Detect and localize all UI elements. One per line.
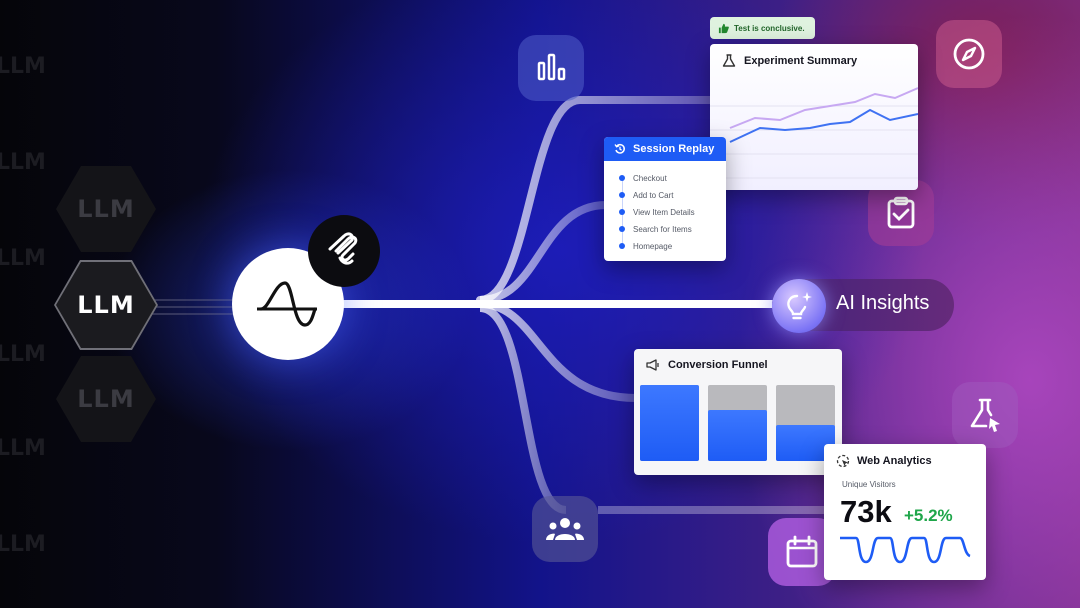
timeline-dot bbox=[619, 192, 625, 198]
metric-change: +5.2% bbox=[904, 506, 953, 525]
ghost-llm-label: LLM bbox=[0, 532, 46, 557]
session-step: Checkout bbox=[633, 174, 667, 183]
llm-hexagon-active: LLM bbox=[56, 262, 156, 348]
bar-chart-tile[interactable] bbox=[518, 35, 584, 101]
session-replay-title: Session Replay bbox=[633, 143, 715, 155]
lightbulb-sparkle-icon bbox=[787, 292, 812, 320]
conversion-funnel-header: Conversion Funnel bbox=[646, 359, 768, 371]
session-step: Add to Cart bbox=[633, 191, 674, 200]
thumbs-up-icon bbox=[718, 23, 729, 33]
branch-line bbox=[479, 304, 567, 514]
experiment-series-line bbox=[729, 87, 918, 129]
branch-line bbox=[479, 300, 637, 402]
session-replay-header: Session Replay bbox=[604, 137, 726, 161]
llm-hexagon-label: LLM bbox=[77, 385, 135, 413]
branch-line bbox=[476, 96, 716, 304]
metric-label: Unique Visitors bbox=[842, 480, 896, 489]
ghost-llm-label: LLM bbox=[0, 246, 46, 271]
clipboard-check-icon bbox=[887, 196, 915, 229]
branch-line bbox=[479, 201, 607, 304]
mcp-logo-circle bbox=[308, 215, 380, 287]
ghost-llm-label: LLM bbox=[0, 342, 46, 367]
session-replay-card[interactable]: Session Replay Checkout Add to Cart View… bbox=[604, 137, 726, 261]
session-step: Homepage bbox=[633, 242, 673, 251]
compass-tile[interactable] bbox=[936, 20, 1002, 88]
bar-chart-icon bbox=[537, 53, 566, 81]
flask-tile[interactable] bbox=[952, 382, 1018, 448]
compass-icon bbox=[953, 38, 985, 70]
web-analytics-header: Web Analytics bbox=[836, 454, 932, 468]
mcp-logo-icon bbox=[328, 232, 358, 265]
replay-icon bbox=[614, 143, 625, 154]
llm-hexagon-label: LLM bbox=[77, 195, 135, 223]
experiment-series-line bbox=[729, 108, 918, 143]
conversion-funnel-title: Conversion Funnel bbox=[668, 359, 768, 371]
flask-cursor-icon bbox=[970, 398, 1000, 432]
ghost-llm-label: LLM bbox=[0, 150, 46, 175]
session-step: Search for Items bbox=[633, 225, 692, 234]
ai-insights-label: AI Insights bbox=[836, 292, 930, 314]
experiment-summary-card[interactable]: Experiment Summary bbox=[710, 44, 918, 190]
people-tile[interactable] bbox=[532, 496, 598, 562]
ai-insights-icon-circle bbox=[772, 279, 826, 333]
web-analytics-card[interactable]: Web Analytics Unique Visitors 73k +5.2% bbox=[824, 444, 986, 580]
badge-text: Test is conclusive. bbox=[734, 23, 805, 33]
ghost-llm-label: LLM bbox=[0, 54, 46, 79]
experiment-summary-header: Experiment Summary bbox=[722, 54, 857, 68]
people-icon bbox=[546, 518, 584, 540]
metric-value: 73k bbox=[840, 494, 892, 529]
timeline-dot bbox=[619, 243, 625, 249]
conversion-funnel-card[interactable]: Conversion Funnel bbox=[634, 349, 842, 475]
clipboard-tile[interactable] bbox=[868, 180, 934, 246]
funnel-bar bbox=[640, 385, 699, 461]
visitors-sparkline bbox=[840, 536, 971, 564]
web-analytics-title: Web Analytics bbox=[857, 455, 932, 467]
amplitude-logo-icon bbox=[257, 281, 317, 327]
timeline-dot bbox=[619, 226, 625, 232]
experiment-summary-title: Experiment Summary bbox=[744, 55, 858, 67]
funnel-bar bbox=[708, 410, 767, 461]
calendar-icon bbox=[786, 535, 818, 568]
test-conclusive-badge: Test is conclusive. bbox=[710, 17, 815, 39]
flask-icon bbox=[722, 54, 736, 67]
megaphone-icon bbox=[646, 359, 659, 371]
timeline-dot bbox=[619, 209, 625, 215]
llm-hexagon-label: LLM bbox=[77, 291, 135, 319]
timeline-dot bbox=[619, 175, 625, 181]
experiment-chart bbox=[710, 87, 918, 179]
llm-hexagon: LLM bbox=[56, 356, 156, 442]
cursor-click-icon bbox=[836, 454, 850, 468]
ghost-llm-label: LLM bbox=[0, 436, 46, 461]
session-step: View Item Details bbox=[633, 208, 695, 217]
